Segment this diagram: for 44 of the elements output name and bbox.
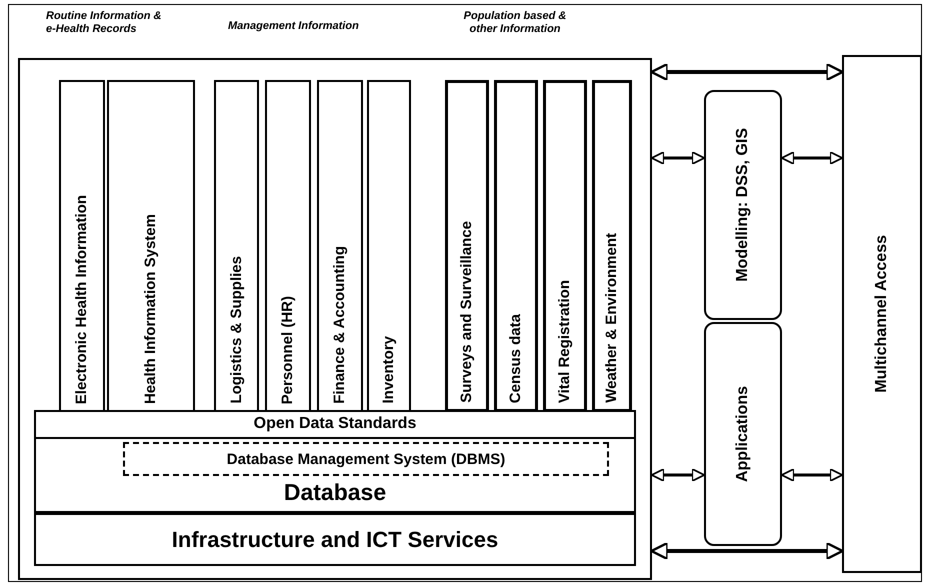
node-label: Applications	[735, 386, 751, 482]
category-bar	[445, 80, 489, 412]
node-label: Logistics & Supplies	[228, 256, 244, 404]
double-arrow	[650, 62, 844, 82]
system-panel	[18, 58, 652, 580]
node-label: Surveys and Surveillance	[459, 221, 475, 403]
node-label: Vital Registration	[557, 280, 573, 403]
node-label: Database Management System (DBMS)	[226, 451, 506, 468]
category-bar	[543, 80, 587, 412]
node-label: Open Data Standards	[252, 415, 418, 433]
section-heading: Population based & other Information	[462, 10, 568, 36]
node-label: Census data	[508, 314, 524, 403]
category-bar	[214, 80, 259, 412]
category-bar	[59, 80, 105, 412]
node-label: Modelling: DSS, GIS	[735, 128, 751, 282]
node-label: Inventory	[381, 336, 397, 404]
double-arrow	[650, 151, 706, 165]
double-arrow	[650, 468, 706, 482]
node-label: Finance & Accounting	[332, 246, 348, 404]
double-arrow	[780, 468, 844, 482]
section-heading: Routine Information & e-Health Records	[46, 10, 162, 36]
section-heading: Management Information	[228, 20, 360, 33]
node-label: Electronic Health Information	[74, 194, 90, 404]
database-layer	[34, 437, 636, 513]
node-label: Infrastructure and ICT Services	[170, 527, 500, 553]
module-box	[704, 90, 782, 320]
standards-layer	[34, 410, 636, 439]
category-bar	[367, 80, 411, 412]
access-panel	[842, 55, 922, 573]
double-arrow	[650, 542, 844, 560]
category-bar	[592, 80, 632, 412]
node-label: Multichannel Access	[874, 235, 890, 393]
category-bar	[494, 80, 538, 412]
node-label: Personnel (HR)	[280, 296, 296, 404]
category-bar	[265, 80, 311, 412]
module-box	[704, 322, 782, 546]
double-arrow	[780, 151, 844, 165]
infrastructure-layer	[34, 513, 636, 566]
category-bar	[107, 80, 195, 412]
dbms-box	[123, 442, 609, 476]
node-label: Health Information System	[143, 214, 159, 404]
category-bar	[317, 80, 363, 412]
node-label: Weather & Environment	[604, 233, 620, 403]
node-label: Database	[282, 479, 388, 506]
